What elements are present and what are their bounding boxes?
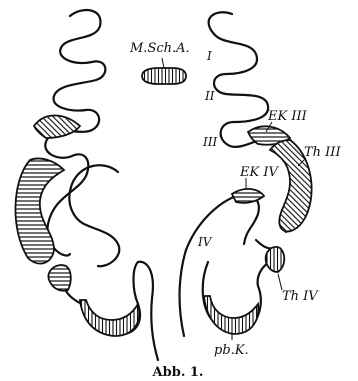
label-th3: Th III [304,145,341,160]
label-r1: I [206,49,212,63]
msa-leader [162,58,164,68]
right-pbk-hatch [204,296,258,334]
label-ek4: EK IV [239,165,279,180]
left-th3-hatch [15,158,64,263]
label-th4: Th IV [282,289,319,304]
right-ek4-hatch [232,189,264,203]
label-r3: III [202,135,217,149]
msa-hatch [142,68,186,84]
left-lower-wall [69,165,119,266]
label-pbk: pb.K. [214,343,249,358]
label-r2: II [204,89,215,103]
label-ek3: EK III [267,109,308,124]
label-r4: IV [197,235,213,249]
left-inner-stem [138,262,158,360]
label-msa: M.Sch.A. [129,41,190,56]
th4-leader [278,274,282,290]
left-ek4-hatch [48,265,70,291]
right-inner-stem [180,250,186,336]
right-th4-hatch [266,247,285,272]
left-pbk-hatch [80,300,139,336]
left-ek3-hatch [34,116,80,139]
figure-caption: Abb. 1. [152,365,204,380]
